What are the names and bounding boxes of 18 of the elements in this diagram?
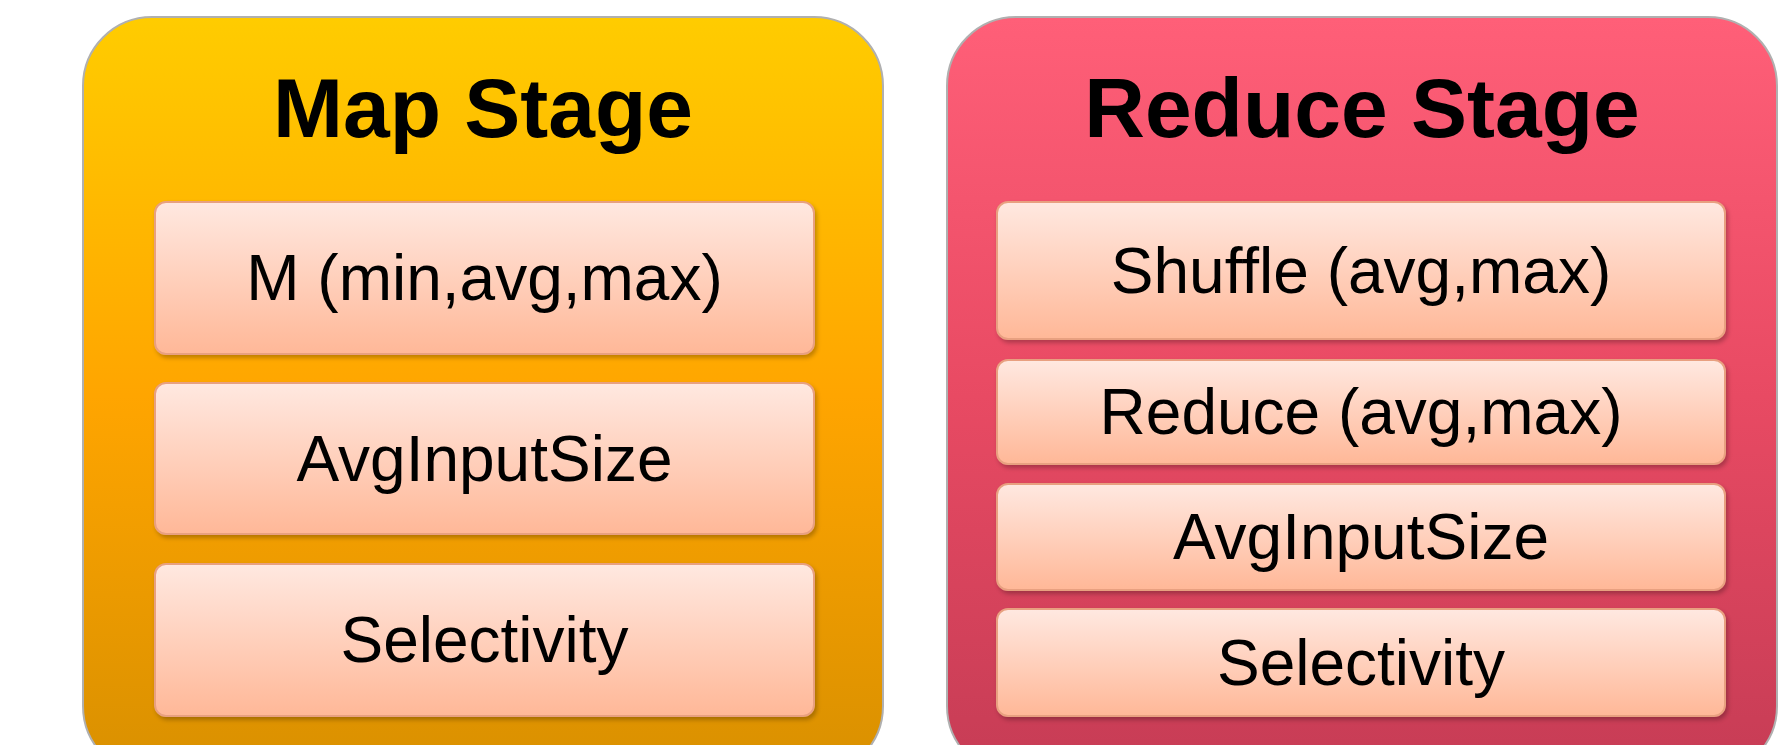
metric-label: Reduce (avg,max) — [1099, 375, 1623, 449]
metric-label: AvgInputSize — [296, 421, 673, 496]
metric-label: Selectivity — [340, 603, 629, 677]
metric-box — [996, 483, 1726, 591]
stage-title: Map Stage — [271, 60, 695, 157]
metric-label: AvgInputSize — [1173, 500, 1549, 574]
metric-label: Shuffle (avg,max) — [1110, 233, 1612, 308]
stage-panel — [82, 16, 884, 745]
metric-box — [154, 563, 815, 717]
metric-box — [996, 201, 1726, 340]
metric-box — [996, 359, 1726, 465]
metric-box — [154, 201, 815, 355]
metric-box — [154, 382, 815, 535]
stage-panel — [946, 16, 1778, 745]
metric-label: Selectivity — [1216, 625, 1506, 700]
metric-box — [996, 608, 1726, 717]
metric-label: M (min,avg,max) — [246, 241, 723, 315]
stage-title: Reduce Stage — [1083, 60, 1641, 157]
